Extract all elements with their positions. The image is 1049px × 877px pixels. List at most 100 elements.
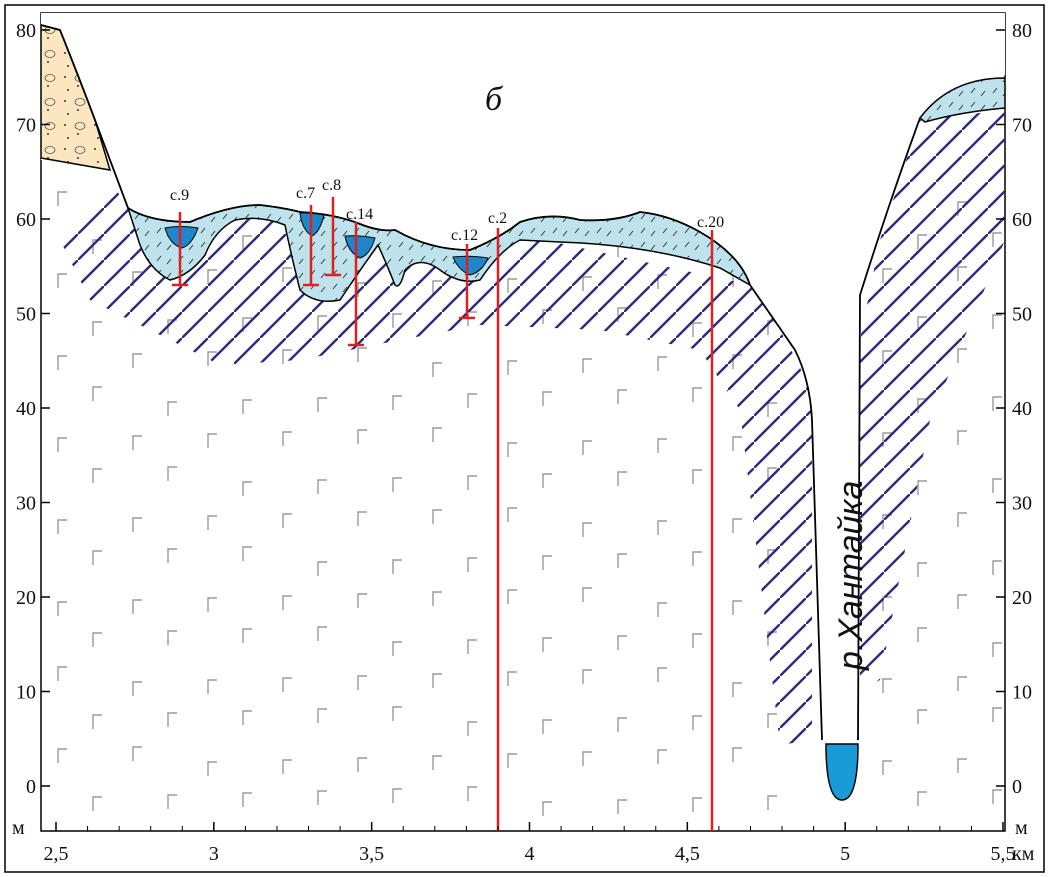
basalt-symbol: [432, 755, 442, 770]
basalt-symbol: [317, 790, 327, 805]
panel-letter: б: [485, 81, 504, 118]
well-label: с.7: [296, 185, 315, 202]
basalt-symbol: [542, 719, 552, 734]
basalt-symbol: [92, 321, 102, 336]
basalt-symbol: [917, 627, 927, 642]
basalt-symbol: [282, 431, 292, 446]
basalt-symbol: [432, 673, 442, 688]
y-tick-label-right: 10: [1012, 682, 1032, 704]
basalt-symbol: [207, 433, 217, 448]
basalt-symbol: [992, 314, 1002, 329]
basalt-symbol: [767, 795, 777, 810]
basalt-symbol: [282, 595, 292, 610]
basalt-symbol: [732, 518, 742, 533]
basalt-symbol: [767, 713, 777, 728]
basalt-symbol: [882, 760, 892, 775]
basalt-symbol: [242, 710, 252, 725]
x-unit: км: [1012, 843, 1035, 865]
weathered-zone-hatch: [60, 180, 812, 745]
x-tick-label: 2,5: [44, 843, 69, 865]
well-label: с.9: [170, 187, 189, 204]
basalt-symbol: [57, 666, 67, 681]
basalt-symbol: [242, 399, 252, 414]
basalt-symbol: [167, 630, 177, 645]
x-tick-label: 3,5: [359, 843, 384, 865]
basalt-symbol: [692, 469, 702, 484]
basalt-symbol: [917, 562, 927, 577]
basalt-symbol: [507, 442, 517, 457]
well-label: с.2: [488, 210, 507, 227]
x-tick-label: 4,5: [675, 843, 700, 865]
x-tick-label: 4: [525, 843, 535, 865]
basalt-symbol: [132, 517, 142, 532]
y-tick-label-right: 30: [1012, 493, 1032, 515]
basalt-symbol: [732, 682, 742, 697]
basalt-symbol: [282, 677, 292, 692]
basalt-symbol: [542, 473, 552, 488]
basalt-symbol: [207, 515, 217, 530]
well-label: с.20: [697, 214, 724, 231]
basalt-symbol: [957, 676, 967, 691]
basalt-symbol: [542, 391, 552, 406]
basalt-symbol: [582, 669, 592, 684]
y-tick-label-left: 80: [16, 20, 36, 42]
basalt-symbol: [467, 557, 477, 572]
basalt-symbol: [432, 509, 442, 524]
river-label: р.Хантайка: [832, 481, 870, 671]
basalt-symbol: [692, 715, 702, 730]
basalt-symbol: [582, 751, 592, 766]
basalt-symbol: [392, 788, 402, 803]
basalt-symbol: [317, 479, 327, 494]
basalt-symbol: [467, 721, 477, 736]
basalt-symbol: [507, 507, 517, 522]
basalt-symbol: [582, 522, 592, 537]
basalt-symbol: [92, 632, 102, 647]
basalt-symbol: [582, 587, 592, 602]
basalt-symbol: [542, 801, 552, 816]
well-label: с.14: [346, 206, 373, 223]
basalt-symbol: [957, 430, 967, 445]
basalt-symbol: [357, 593, 367, 608]
basalt-symbol: [692, 387, 702, 402]
basalt-symbol: [657, 520, 667, 535]
basalt-symbol: [282, 513, 292, 528]
well-label: с.12: [451, 227, 478, 244]
y-tick-label-left: 10: [16, 682, 36, 704]
y-tick-label-right: 0: [1012, 776, 1022, 798]
basalt-symbol: [467, 393, 477, 408]
basalt-symbol: [357, 757, 367, 772]
basalt-symbol: [357, 429, 367, 444]
basalt-symbol: [467, 786, 477, 801]
basalt-symbol: [617, 553, 627, 568]
basalt-symbol: [317, 397, 327, 412]
basalt-symbol: [57, 355, 67, 370]
right-till-cap: [918, 77, 1005, 123]
y-tick-label-left: 20: [16, 587, 36, 609]
basalt-symbol: [167, 466, 177, 481]
basalt-symbol: [467, 475, 477, 490]
basalt-symbol: [507, 753, 517, 768]
y-unit-left: м: [12, 817, 25, 839]
basalt-symbol: [242, 628, 252, 643]
basalt-symbol: [617, 799, 627, 814]
basalt-symbol: [57, 273, 67, 288]
basalt-symbol: [657, 438, 667, 453]
river-water: [825, 743, 859, 801]
basalt-symbol: [132, 353, 142, 368]
basalt-symbol: [392, 706, 402, 721]
basalt-symbol: [957, 594, 967, 609]
basalt-symbol: [657, 356, 667, 371]
basalt-symbol: [882, 678, 892, 693]
x-tick-label: 5: [840, 843, 850, 865]
water-lens-4: [452, 255, 489, 276]
basalt-symbol: [167, 712, 177, 727]
basalt-symbol: [657, 602, 667, 617]
basalt-symbol: [242, 481, 252, 496]
y-tick-label-left: 0: [26, 776, 36, 798]
basalt-symbol: [917, 709, 927, 724]
x-tick-label: 5,5: [991, 843, 1016, 865]
basalt-symbol: [957, 758, 967, 773]
